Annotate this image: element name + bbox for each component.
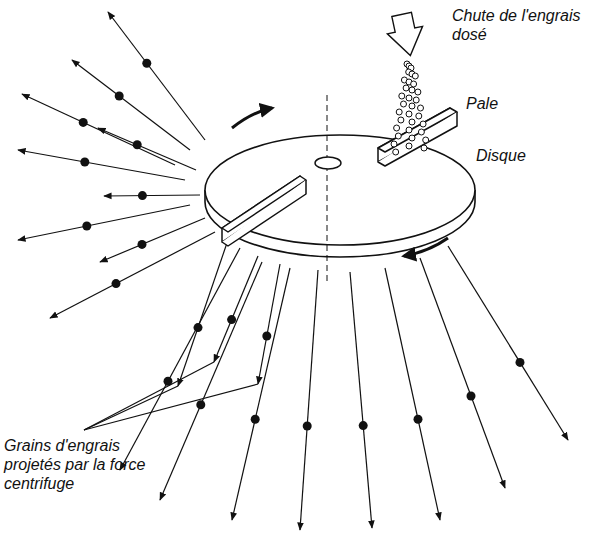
fertilizer-drop [384, 11, 429, 155]
trajectory-arrow [350, 272, 372, 528]
fertilizer-grain [82, 222, 91, 231]
fertilizer-grain [406, 95, 412, 101]
blade [378, 108, 457, 166]
fertilizer-grain [303, 422, 312, 431]
fertilizer-grain [196, 400, 205, 409]
trajectory-arrow [108, 12, 205, 140]
fertilizer-grain [409, 87, 415, 93]
fertilizer-grain [415, 89, 421, 95]
trajectory-arrow [100, 218, 205, 262]
trajectory-arrow [72, 60, 190, 150]
fertilizer-grain [467, 392, 476, 401]
leader-line [84, 362, 258, 430]
fertilizer-grain [112, 279, 121, 288]
trajectory-arrow [50, 232, 215, 318]
fertilizer-grain [138, 240, 147, 249]
fertilizer-grain [138, 191, 147, 200]
trajectory-arrow [420, 258, 505, 488]
blade [222, 176, 306, 246]
fertilizer-grain [403, 85, 409, 91]
trajectory-arrow [98, 128, 196, 170]
fertilizer-grain [420, 121, 426, 127]
fertilizer-grain [115, 92, 124, 101]
fertilizer-grain [409, 103, 415, 109]
trajectory-arrow [385, 268, 440, 520]
disc-hub [315, 157, 341, 169]
fertilizer-grain [401, 101, 407, 107]
fertilizer-grain [396, 109, 402, 115]
fertilizer-grain [395, 133, 401, 139]
disc-label: Disque [476, 146, 576, 165]
fertilizer-grain [398, 117, 404, 123]
fertilizer-grain [399, 93, 405, 99]
fertilizer-grain [393, 149, 399, 155]
fertilizer-grain [406, 111, 412, 117]
fertilizer-grain [409, 119, 415, 125]
fertilizer-grain [227, 315, 236, 324]
trajectory-arrow [120, 248, 240, 470]
trajectory-arrow [104, 195, 200, 196]
fertilizer-grain [409, 135, 415, 141]
blade-label: Pale [466, 94, 546, 113]
trajectory-arrow [448, 246, 568, 440]
fertilizer-grain [413, 97, 419, 103]
drop-label: Chute de l'engrais dosé [452, 6, 582, 44]
trajectory-arrow [214, 256, 258, 362]
fertilizer-grain [516, 358, 525, 367]
trajectory-arrow [232, 268, 290, 520]
trajectory-arrow [160, 262, 262, 500]
rotation-axis [327, 95, 328, 285]
fertilizer-grain [416, 113, 422, 119]
fertilizer-grain [418, 105, 424, 111]
fertilizer-grain [262, 332, 271, 341]
spreader-disc [205, 135, 475, 257]
fertilizer-grain [359, 421, 368, 430]
fertilizer-grain [406, 143, 412, 149]
trajectory-arrow [300, 270, 318, 530]
fertilizer-grain [133, 140, 142, 149]
fertilizer-grain [406, 127, 412, 133]
fertilizer-grain [391, 141, 397, 147]
trajectory-arrow [178, 240, 228, 386]
fertilizer-grain [421, 145, 427, 151]
rotation-arrow [404, 238, 448, 256]
fertilizer-grain [80, 158, 89, 167]
rotation-arrow [232, 108, 272, 128]
trajectory-arrow [18, 150, 185, 180]
fertilizer-grain [423, 137, 429, 143]
fertilizer-grain [412, 73, 418, 79]
fertilizer-grain [411, 81, 417, 87]
fertilizer-grain [142, 59, 151, 68]
fertilizer-grain [79, 118, 88, 127]
grains-label: Grains d'engrais projetés par la force c… [4, 436, 154, 493]
fertilizer-grain [418, 129, 424, 135]
fertilizer-grain [251, 415, 260, 424]
fertilizer-grain [394, 125, 400, 131]
fertilizer-grain [414, 415, 423, 424]
